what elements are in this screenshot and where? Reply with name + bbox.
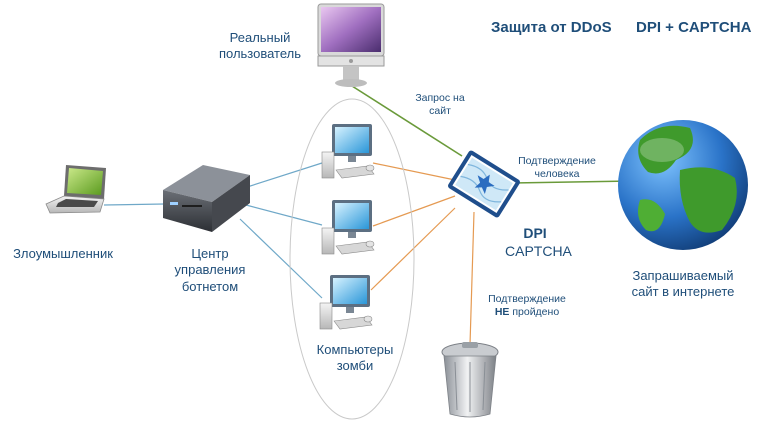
trash-bin-icon	[441, 342, 499, 418]
label-botnet-center-line3: ботнетом	[181, 278, 239, 294]
desktop-pc-icon	[321, 200, 375, 255]
link-zombie-1-dpi	[372, 162, 456, 181]
link-botnet-zombie-2	[245, 204, 323, 226]
label-website: Запрашиваемый сайт в интернете	[620, 268, 746, 301]
label-fail-confirm-passed: пройдено	[512, 306, 560, 319]
label-fail-confirm-line2: НЕ пройдено	[474, 306, 580, 319]
label-botnet-center-line1: Центр	[191, 246, 229, 261]
laptop-icon	[45, 165, 106, 214]
label-request: Запрос на сайт	[405, 92, 475, 118]
label-zombies: Компьютеры зомби	[305, 342, 405, 375]
label-dpi: DPI CAPTCHA	[505, 225, 572, 260]
link-botnet-zombie-1	[243, 162, 323, 189]
desktop-pc-icon	[321, 124, 375, 179]
label-real-user: Реальный пользователь	[210, 30, 310, 63]
server-icon	[163, 165, 250, 232]
desktop-pc-icon	[319, 275, 373, 330]
desktop-monitor-icon	[317, 3, 385, 87]
captcha-filter-icon	[448, 150, 520, 218]
label-botnet-center-line2: управления	[174, 262, 246, 278]
link-attacker-botnet	[103, 203, 165, 206]
label-fail-confirm-not: НЕ	[494, 306, 510, 319]
link-zombie-3-dpi	[370, 207, 456, 291]
label-dpi-name: DPI	[523, 225, 547, 241]
label-human-confirm-line2: человека	[534, 168, 580, 181]
label-request-line2: сайт	[429, 105, 451, 118]
label-website-line2: сайт в интернете	[631, 284, 735, 300]
zombie-group-ellipse	[289, 98, 415, 420]
label-botnet-center: Центр управления ботнетом	[165, 246, 255, 295]
label-captcha-name: CAPTCHA	[505, 242, 572, 259]
globe-icon	[618, 120, 748, 250]
label-request-line1: Запрос на	[415, 92, 465, 104]
diagram-subtitle: DPI + CAPTCHA	[636, 19, 752, 36]
link-dpi-website	[511, 180, 633, 184]
link-dpi-trash	[469, 211, 475, 346]
diagram-title: Защита от DDoS	[491, 19, 612, 36]
link-zombie-2-dpi	[372, 195, 456, 227]
label-fail-confirm-line1: Подтверждение	[488, 293, 566, 305]
label-human-confirm-line1: Подтверждение	[518, 155, 596, 167]
label-zombies-line1: Компьютеры	[316, 342, 394, 357]
label-website-line1: Запрашиваемый	[632, 268, 734, 283]
link-botnet-zombie-3	[239, 218, 323, 299]
label-real-user-line2: пользователь	[218, 46, 302, 62]
label-zombies-line2: зомби	[336, 358, 374, 374]
label-human-confirm: Подтверждение человека	[512, 155, 602, 181]
label-attacker: Злоумышленник	[13, 246, 113, 261]
link-user-dpi	[351, 85, 463, 157]
label-real-user-line1: Реальный	[229, 30, 291, 45]
label-fail-confirm: Подтверждение НЕ пройдено	[474, 293, 580, 319]
